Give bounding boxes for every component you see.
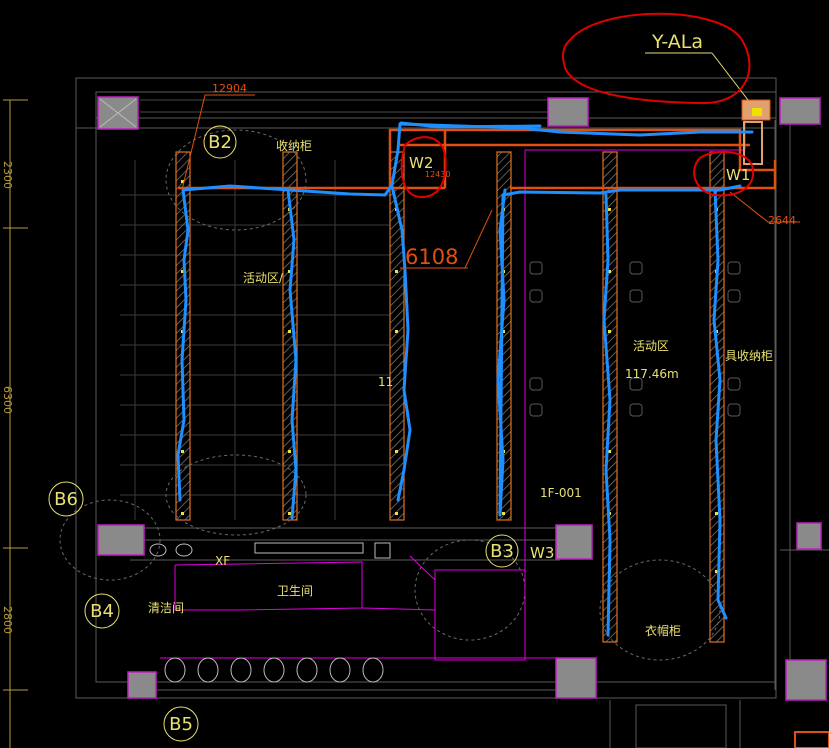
tag-b6: B6 [54,489,78,510]
column-5 [555,524,593,560]
tag-b4: B4 [90,601,114,622]
label-activity-right: 活动区 [633,339,669,353]
column-6 [796,522,822,550]
label-xf: XF [215,554,230,568]
floor-grid [120,160,390,520]
label-storage-top: 收纳柜 [276,139,312,153]
bottom-right-details [609,700,741,748]
tag-w1: W1 [726,166,750,184]
tag-b3: B3 [490,541,514,562]
sprinkler-branch-pipes [176,121,754,637]
red-annotations [400,12,755,199]
column-4 [97,524,145,556]
column-3 [779,97,821,125]
label-bathroom: 卫生间 [277,584,313,598]
label-area-right: 117.46m [625,367,679,381]
label-clothes-cabinet: 衣帽柜 [645,623,681,638]
column-7 [127,671,157,699]
tag-b5: B5 [169,714,193,735]
riser-block [741,99,771,165]
tag-w3: W3 [530,544,554,562]
toilet-fixtures [149,542,391,683]
tag-w2: W2 [409,154,433,172]
column-9 [785,659,827,701]
axis-tags [48,125,519,742]
label-furniture-right: 具收纳柜 [725,349,773,363]
column-2 [547,97,589,127]
ruler-label-2: 6300 [1,386,14,414]
tag-b2: B2 [208,132,232,153]
dim-6108: 6108 [405,245,458,269]
dim-1243: 12430 [425,170,450,179]
label-cleaning: 清洁间 [148,601,184,615]
column-8 [555,657,597,699]
label-area-mid: 11 [378,375,393,389]
label-room-code: 1F-001 [540,486,582,500]
top-wall-hatch [140,99,560,113]
riser-tag: Y-ALa [651,31,703,53]
label-activity-left: 活动区/ [243,271,284,285]
ruler-label-1: 2300 [1,161,14,189]
ruler-label-3: 2800 [1,606,14,634]
furniture-chairs [529,261,741,417]
dimension-leaders [181,94,800,269]
left-dimension-ruler [3,99,28,748]
dim-2644: 2644 [768,214,796,227]
outer-walls [75,77,829,699]
room-labels: 收纳柜 活动区/ 11 活动区 117.46m 具收纳柜 1F-001 衣帽柜 … [148,139,773,638]
dim-12904: 12904 [212,82,247,95]
